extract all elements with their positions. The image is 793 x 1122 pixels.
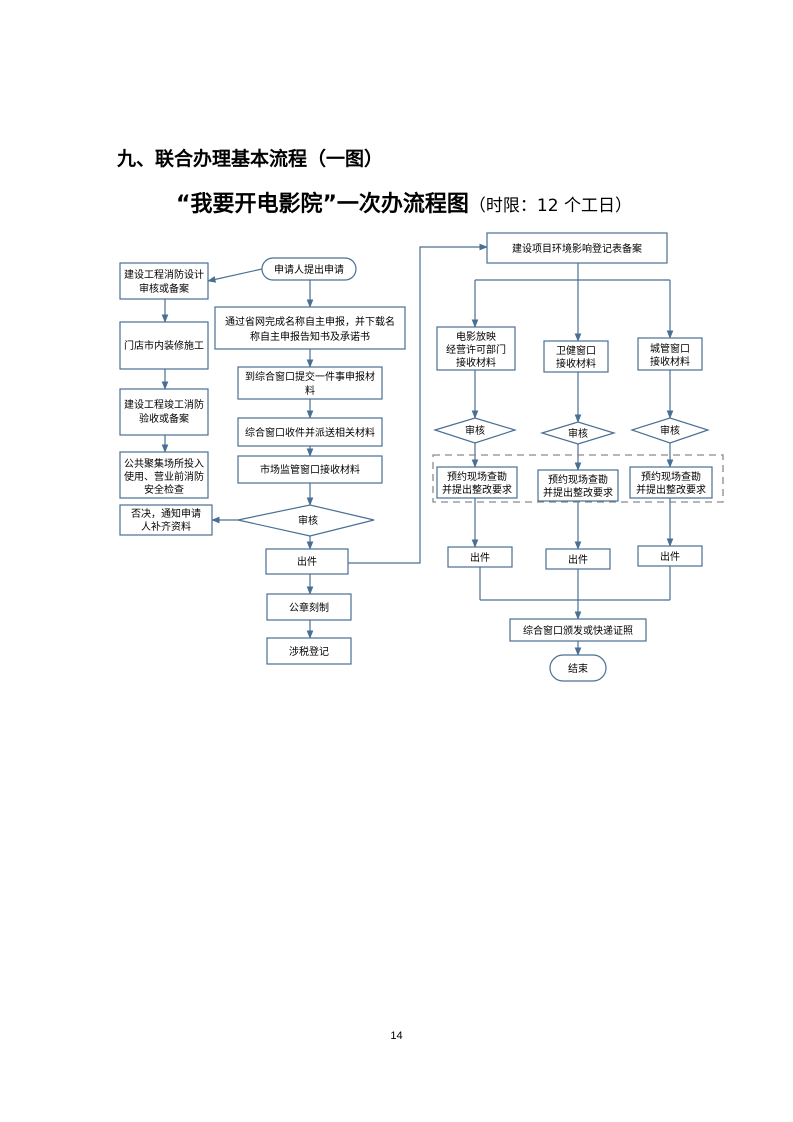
- node-text: 使用、营业前消防: [124, 470, 204, 483]
- node-text: 建设工程竣工消防: [124, 398, 204, 411]
- flowchart-title: “我要开电影院”一次办流程图（时限：12 个工日）: [176, 186, 632, 218]
- node-env-filing: 建设项目环境影响登记表备案: [486, 232, 668, 264]
- node-issue-health: 出件: [545, 548, 611, 570]
- node-text: 安全检查: [144, 483, 184, 496]
- node-text: 审核: [298, 514, 318, 527]
- node-text: 预约现场查勘: [447, 470, 507, 483]
- node-text: 料: [305, 384, 315, 397]
- node-text: 门店市内装修施工: [124, 339, 204, 352]
- node-name-declare: 通过省网完成名称自主申报，并下载名 称自主申报告知书及承诺书: [214, 306, 406, 350]
- node-text: 经营许可部门: [446, 343, 506, 356]
- node-deliver: 综合窗口颁发或快递证照: [509, 618, 647, 642]
- node-inspection-urban: 预约现场查勘 并提出整改要求: [629, 466, 713, 499]
- node-left-safety-check: 公共聚集场所投入 使用、营业前消防 安全检查: [119, 451, 209, 499]
- node-urban-window: 城管窗口 接收材料: [637, 337, 703, 371]
- node-text: 审核: [465, 424, 485, 437]
- node-text: 接收材料: [456, 356, 496, 369]
- node-review-film: 审核: [432, 417, 518, 444]
- node-text: 验收或备案: [139, 412, 189, 425]
- node-issue-film: 出件: [447, 546, 513, 568]
- node-text: 结束: [568, 662, 588, 675]
- node-left-fire-design: 建设工程消防设计 审核或备案: [119, 262, 209, 300]
- node-apply: 申请人提出申请: [261, 257, 357, 281]
- node-text: 审核: [660, 424, 680, 437]
- node-inspection-film: 预约现场查勘 并提出整改要求: [436, 466, 518, 499]
- node-health-window: 卫健窗口 接收材料: [543, 340, 609, 373]
- node-text: 人补齐资料: [141, 520, 191, 533]
- node-text: 出件: [470, 551, 490, 564]
- node-text: 接收材料: [650, 355, 690, 368]
- node-text: 卫健窗口: [556, 344, 596, 357]
- flowchart-title-main: “我要开电影院”一次办流程图: [176, 192, 469, 217]
- node-text: 综合窗口收件并派送相关材料: [245, 426, 375, 439]
- node-seal: 公章刻制: [266, 593, 352, 621]
- node-review-urban: 审核: [630, 417, 710, 444]
- node-text: 通过省网完成名称自主申报，并下载名: [225, 315, 395, 328]
- node-text: 预约现场查勘: [641, 470, 701, 483]
- time-limit-note: （时限：12 个工日）: [468, 196, 632, 216]
- page-number: 14: [390, 1030, 403, 1042]
- node-text: 审核或备案: [139, 282, 189, 295]
- node-text: 并提出整改要求: [442, 483, 512, 496]
- node-text: 否决，通知申请: [131, 507, 201, 520]
- node-text: 出件: [568, 553, 588, 566]
- node-text: 并提出整改要求: [636, 483, 706, 496]
- node-text: 城管窗口: [650, 342, 690, 355]
- node-text: 综合窗口颁发或快递证照: [523, 624, 633, 637]
- inspection-group-frame: [432, 454, 724, 503]
- node-text: 市场监管窗口接收材料: [260, 463, 360, 476]
- node-text: 建设工程消防设计: [124, 268, 204, 281]
- connectors: [161, 243, 674, 656]
- node-inspection-health: 预约现场查勘 并提出整改要求: [537, 469, 619, 502]
- node-submit-window: 到综合窗口提交一件事申报材 料: [237, 366, 383, 400]
- node-text: 公章刻制: [289, 601, 329, 614]
- node-window-dispatch: 综合窗口收件并派送相关材料: [237, 417, 383, 447]
- node-review-center: 审核: [237, 504, 375, 537]
- node-text: 并提出整改要求: [543, 486, 613, 499]
- node-end: 结束: [549, 654, 607, 682]
- node-text: 出件: [660, 550, 680, 563]
- node-text: 申请人提出申请: [274, 263, 344, 276]
- section-title: 九、联合办理基本流程（一图）: [117, 148, 384, 170]
- node-text: 出件: [297, 555, 317, 568]
- node-review-health: 审核: [539, 421, 617, 445]
- node-left-renovation: 门店市内装修施工: [119, 321, 209, 370]
- node-issue-center: 出件: [265, 548, 349, 575]
- node-text: 称自主申报告知书及承诺书: [250, 330, 370, 343]
- node-issue-urban: 出件: [637, 545, 703, 567]
- node-film-permit: 电影放映 经营许可部门 接收材料: [436, 326, 516, 371]
- node-text: 接收材料: [556, 357, 596, 370]
- node-text: 预约现场查勘: [548, 473, 608, 486]
- node-text: 到综合窗口提交一件事申报材: [245, 370, 375, 383]
- node-text: 公共聚集场所投入: [124, 457, 204, 470]
- node-text: 审核: [568, 427, 588, 440]
- node-left-fire-acceptance: 建设工程竣工消防 验收或备案: [119, 388, 209, 436]
- node-text: 建设项目环境影响登记表备案: [512, 242, 642, 255]
- node-text: 电影放映: [456, 330, 496, 343]
- node-reject-notice: 否决，通知申请 人补齐资料: [119, 504, 213, 536]
- node-text: 涉税登记: [289, 645, 329, 658]
- node-market-receive: 市场监管窗口接收材料: [237, 455, 383, 484]
- node-tax: 涉税登记: [266, 637, 352, 665]
